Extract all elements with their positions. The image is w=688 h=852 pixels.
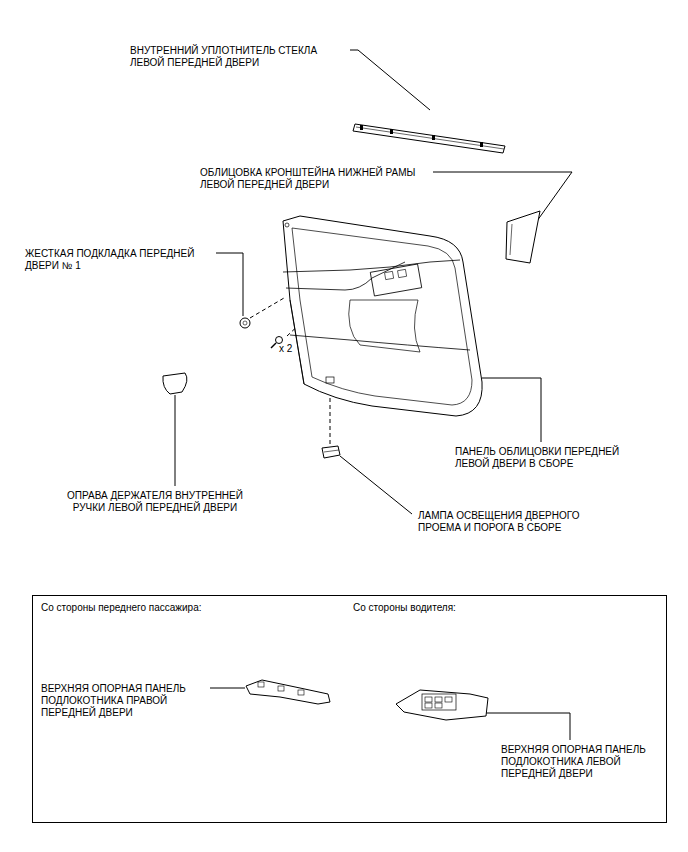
leader-line bbox=[482, 378, 541, 442]
bracket-garnish bbox=[506, 211, 540, 263]
leader-line bbox=[216, 253, 243, 316]
leader-line bbox=[433, 172, 572, 228]
leader-line bbox=[340, 456, 412, 514]
leader-line bbox=[210, 688, 245, 689]
armrest-panel-right bbox=[246, 680, 330, 704]
leader-line bbox=[350, 50, 430, 110]
courtesy-lamp bbox=[322, 446, 340, 458]
part-label: ВЕРХНЯЯ ОПОРНАЯ ПАНЕЛЬ ПОДЛОКОТНИКА ПРАВ… bbox=[41, 683, 206, 719]
part-label: ВНУТРЕННИЙ УПЛОТНИТЕЛЬ СТЕКЛА ЛЕВОЙ ПЕРЕ… bbox=[130, 45, 345, 69]
part-label: ОБЛИЦОВКА КРОНШТЕЙНА НИЖНЕЙ РАМЫ ЛЕВОЙ П… bbox=[200, 167, 428, 191]
part-label: ПАНЕЛЬ ОБЛИЦОВКИ ПЕРЕДНЕЙ ЛЕВОЙ ДВЕРИ В … bbox=[455, 446, 635, 470]
door-trim-panel bbox=[283, 216, 482, 416]
clip bbox=[240, 318, 250, 328]
handle-bezel bbox=[163, 373, 187, 394]
assembly-line bbox=[250, 298, 284, 318]
part-label: ЛАМПА ОСВЕЩЕНИЯ ДВЕРНОГО ПРОЕМА И ПОРОГА… bbox=[418, 510, 598, 534]
quantity-label: x 2 bbox=[279, 343, 309, 355]
side-heading: Со стороны переднего пассажира: bbox=[41, 602, 331, 614]
weatherstrip bbox=[353, 124, 505, 153]
side-heading: Со стороны водителя: bbox=[353, 602, 643, 614]
leader-line bbox=[175, 395, 176, 486]
part-label: ЖЕСТКАЯ ПОДКЛАДКА ПЕРЕДНЕЙ ДВЕРИ № 1 bbox=[25, 248, 210, 272]
part-label: ОПРАВА ДЕРЖАТЕЛЯ ВНУТРЕННЕЙ РУЧКИ ЛЕВОЙ … bbox=[60, 490, 250, 514]
inset-frame: Со стороны переднего пассажира: ВЕРХНЯЯ О… bbox=[32, 595, 667, 823]
part-label: ВЕРХНЯЯ ОПОРНАЯ ПАНЕЛЬ ПОДЛОКОТНИКА ЛЕВО… bbox=[501, 744, 661, 780]
armrest-panel-left bbox=[396, 690, 488, 720]
leader-line bbox=[478, 713, 570, 740]
